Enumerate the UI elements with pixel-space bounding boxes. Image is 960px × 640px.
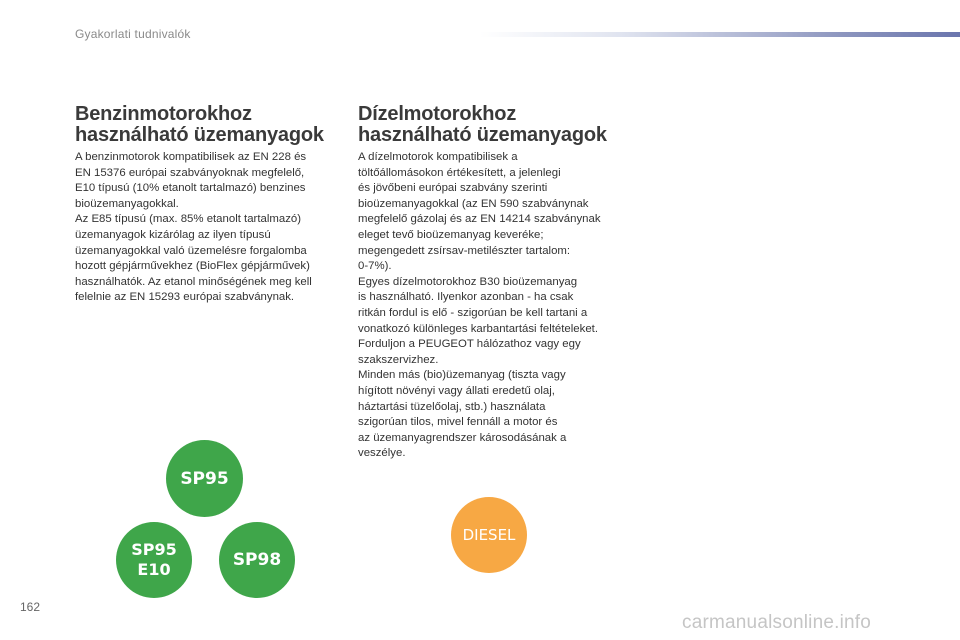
text-line: az üzemanyagrendszer károsodásának a (358, 431, 567, 444)
diesel-fuel-badge: DIESEL (451, 497, 527, 573)
text-line: eleget tevő bioüzemanyag keveréke; (358, 228, 544, 241)
text-line: megfelelő gázolaj és az EN 14214 szabván… (358, 213, 601, 226)
text-line: szigorúan tilos, mivel fennáll a motor é… (358, 416, 558, 429)
text-line: hígított növényi vagy állati eredetű ola… (358, 384, 555, 397)
text-line: A benzinmotorok kompatibilisek az EN 228… (75, 151, 307, 163)
text-line: és jövőbeni európai szabvány szerinti (358, 182, 548, 195)
page-number: 162 (20, 600, 41, 614)
watermark: carmanualsonline.info (682, 612, 872, 633)
text-line: A dízelmotorok kompatibilisek a (358, 151, 518, 163)
text-line: Forduljon a PEUGEOT hálózathoz vagy egy (358, 338, 581, 351)
heading-line: használható üzemanyagok (75, 124, 324, 146)
text-line: Az E85 típusú (max. 85% etanolt tartalma… (75, 213, 302, 226)
text-line: bioüzemanyagokkal. (75, 197, 179, 210)
text-line: üzemanyagok kizárólag az ilyen típusú (75, 228, 271, 241)
running-header: Gyakorlati tudnivalók (75, 27, 191, 41)
text-line: szakszervizhez. (358, 353, 439, 366)
text-line: vonatkozó különleges karbantartási felté… (358, 322, 598, 335)
text-line: megengedett zsírsav-metilészter tartalom… (358, 244, 571, 257)
text-line: hozott gépjárművekhez (BioFlex gépjárműv… (75, 260, 310, 273)
text-line: töltőállomásokon értékesített, a jelenle… (358, 166, 561, 179)
badge-label: SP95 (180, 468, 229, 489)
heading-line: használható üzemanyagok (358, 124, 607, 146)
text-line: is használható. Ilyenkor azonban - ha cs… (358, 291, 574, 304)
diesel-fuels-heading: Dízelmotorokhoz használható üzemanyagok (358, 104, 607, 146)
sp95-fuel-badge: SP95 (166, 440, 243, 517)
heading-line: Benzinmotorokhoz (75, 103, 252, 125)
text-line: háztartási tüzelőolaj, stb.) használata (358, 400, 546, 413)
sp98-fuel-badge: SP98 (219, 522, 295, 598)
sp95-e10-fuel-badge: SP95 E10 (116, 522, 192, 598)
badge-label: E10 (137, 560, 171, 579)
text-line: üzemanyagokkal való üzemelésre forgalomb… (75, 244, 307, 257)
text-line: EN 15376 európai szabványoknak megfelelő… (75, 166, 305, 179)
text-line: 0-7%). (358, 260, 392, 273)
badge-label: DIESEL (462, 526, 516, 544)
text-line: Minden más (bio)üzemanyag (tiszta vagy (358, 369, 566, 382)
text-line: veszélye. (358, 447, 406, 460)
heading-line: Dízelmotorokhoz (358, 103, 517, 125)
header-accent-bar (480, 32, 960, 37)
badge-label: SP98 (232, 550, 282, 570)
text-line: ritkán fordul is elő - szigorúan be kell… (358, 306, 588, 319)
text-line: bioüzemanyagokkal (az EN 590 szabványnak (358, 197, 589, 210)
diesel-fuels-body: A dízelmotorok kompatibilisek a töltőáll… (358, 150, 601, 462)
text-line: E10 típusú (10% etanolt tartalmazó) benz… (75, 182, 306, 195)
badge-label: SP95 (131, 540, 177, 559)
petrol-fuels-heading: Benzinmotorokhoz használható üzemanyagok (75, 104, 324, 146)
text-line: használhatók. Az etanol minőségének meg … (75, 275, 312, 288)
petrol-fuels-body: A benzinmotorok kompatibilisek az EN 228… (75, 150, 312, 306)
text-line: Egyes dízelmotorokhoz B30 bioüzemanyag (358, 275, 578, 288)
text-line: felelnie az EN 15293 európai szabványnak… (75, 291, 295, 304)
